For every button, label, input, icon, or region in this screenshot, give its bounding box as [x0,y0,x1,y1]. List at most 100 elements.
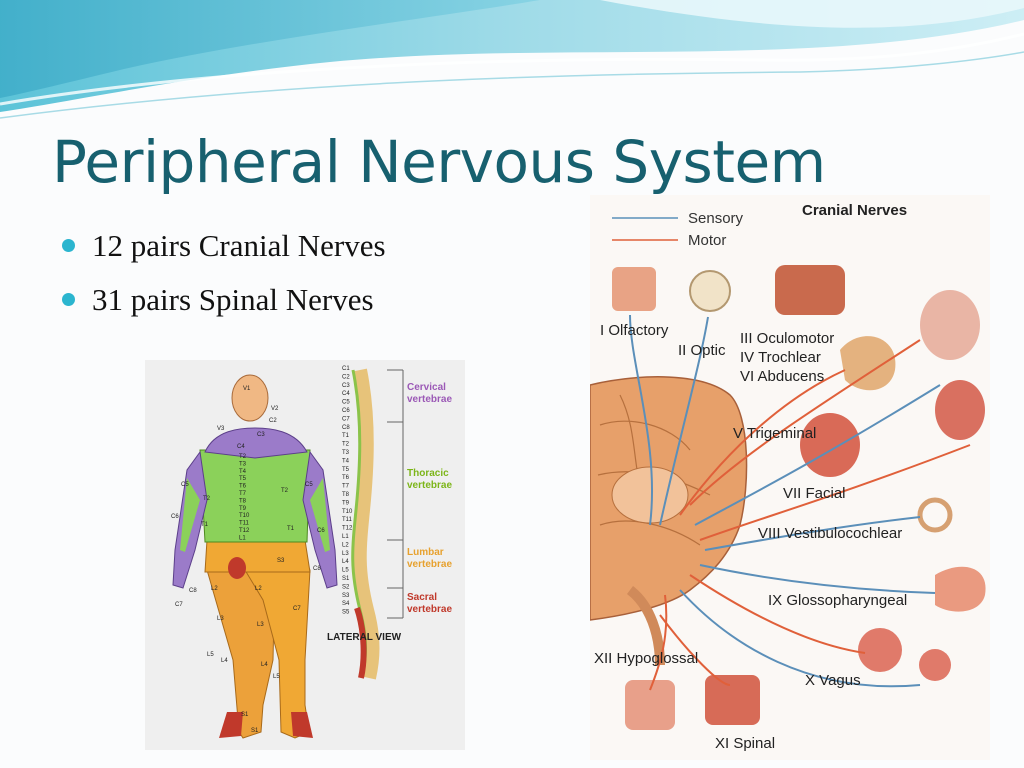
body-label: C4 [237,444,245,450]
nerve-label: IV Trochlear [740,349,821,366]
body-label: C7 [293,606,301,612]
body-label: C6 [171,514,179,520]
nerve-label: II Optic [678,342,726,359]
trunk-label: T5 [239,476,247,482]
trunk-label: T11 [239,521,250,527]
spine-label: T9 [342,500,350,506]
body-label: S1 [251,728,259,734]
trunk-label: T6 [239,484,247,490]
trunk-label: T4 [239,469,247,475]
bullet-text: 31 pairs Spinal Nerves [92,282,374,317]
body-label: L5 [207,652,214,658]
spine-label-group: C1C2C3C4C5C6C7C8T1T2T3T4T5T6T7T8T9T10T11… [342,366,353,616]
nerve-label: IX Glossopharyngeal [768,592,907,609]
spine-label: L3 [342,551,349,557]
body-label: C3 [257,432,265,438]
spine-label: T5 [342,467,350,473]
spine-label: S3 [342,593,350,599]
trunk-label: T10 [239,513,250,519]
spine-label: T7 [342,484,350,490]
nerve-label: I Olfactory [600,322,669,339]
spine-label: L1 [342,534,349,540]
spine-label: S5 [342,610,350,616]
bullet-dot-icon [62,239,75,252]
spine-label: S4 [342,601,350,607]
body-label: C2 [269,418,277,424]
body-label: L5 [273,674,280,680]
body-label: L4 [221,658,228,664]
body-label: C5 [181,482,189,488]
region-cervical-name: Cervical [407,382,446,393]
spine-label: L5 [342,568,349,574]
body-label: L4 [261,662,268,668]
spine-label: C1 [342,366,350,372]
trunk-label: L1 [239,535,246,541]
spine-label: C6 [342,408,350,414]
nerve-label: VII Facial [783,485,846,502]
trunk-label: T2 [239,454,247,460]
nerve-label: V Trigeminal [733,425,816,442]
legend-motor-label: Motor [688,232,726,249]
region-thoracic-sub: vertebrae [407,480,452,491]
body-label: T1 [287,526,295,532]
spine-label: T8 [342,492,350,498]
body-label: C8 [313,566,321,572]
body-label: L2 [211,586,218,592]
spine-label: S1 [342,576,350,582]
body-label: C6 [317,528,325,534]
region-cervical-sub: vertebrae [407,394,452,405]
spine-label: T3 [342,450,350,456]
body-label: T1 [201,522,209,528]
region-thoracic-name: Thoracic [407,468,449,479]
cranial-figure-title: Cranial Nerves [802,202,907,219]
spine-label: C3 [342,383,350,389]
body-label: V1 [243,386,251,392]
region-sacral-sub: vertebrae [407,604,452,615]
spine-label: C5 [342,400,350,406]
body-label: L3 [217,616,224,622]
spine-label: T2 [342,442,350,448]
body-label: L2 [255,586,262,592]
spine-label: T12 [342,526,353,532]
nerve-label: X Vagus [805,672,861,689]
trunk-label: T3 [239,461,247,467]
body-label: C5 [305,482,313,488]
nerve-label: XII Hypoglossal [594,650,698,667]
trunk-label: T12 [239,528,250,534]
spine-label: C8 [342,425,350,431]
region-lumbar-sub: vertebrae [407,559,452,570]
spine-label: L2 [342,542,349,548]
spine-label: L4 [342,559,349,565]
spine-label: S2 [342,584,350,590]
region-sacral-name: Sacral [407,592,437,603]
legend-sensory-label: Sensory [688,210,744,227]
body-label: V3 [217,426,225,432]
nerve-label: III Oculomotor [740,330,834,347]
nerve-label: VI Abducens [740,368,824,385]
region-lumbar-name: Lumbar [407,547,444,558]
slide-title: Peripheral Nervous System [52,128,826,196]
spine-label: T11 [342,517,353,523]
body-label: C8 [189,588,197,594]
spine-label: C2 [342,374,350,380]
trunk-label: T8 [239,498,247,504]
body-label: T2 [281,488,289,494]
body-label: S1 [241,712,249,718]
bullet-item: 31 pairs Spinal Nerves [62,280,386,334]
cranial-nerves-figure: Sensory Motor Cranial Nerves [589,195,990,760]
spine-label: T10 [342,509,353,515]
body-label: C7 [175,602,183,608]
nerve-label: XI Spinal [715,735,775,752]
lateral-view-label: LATERAL VIEW [327,632,402,643]
bullet-list: 12 pairs Cranial Nerves 31 pairs Spinal … [62,226,386,334]
body-label: T2 [203,496,211,502]
cranial-illustration: Sensory Motor Cranial Nerves [589,202,986,752]
spine-label: C7 [342,416,350,422]
spine-label: T4 [342,458,350,464]
body-label: V2 [271,406,279,412]
trunk-label: T9 [239,506,247,512]
spine-label: T6 [342,475,350,481]
